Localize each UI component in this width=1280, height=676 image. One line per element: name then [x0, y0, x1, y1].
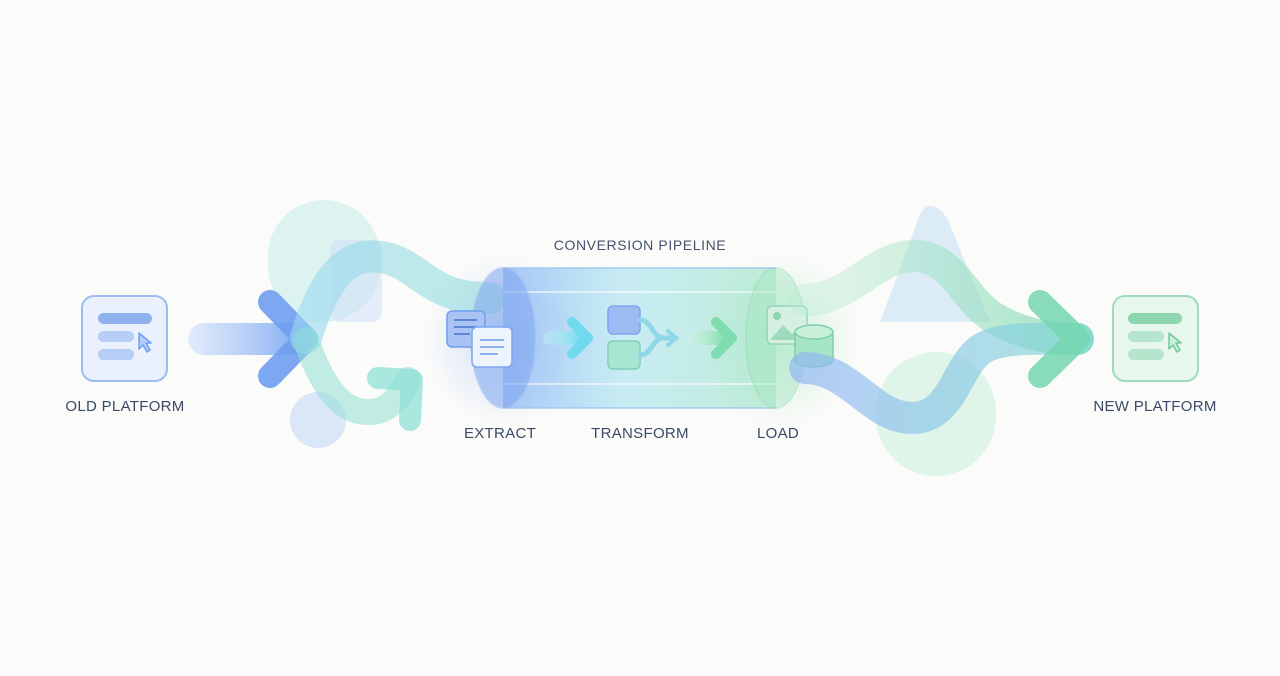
stage-label-transform: TRANSFORM: [591, 425, 689, 442]
cyan-swirl-bottom: [293, 327, 421, 426]
arrow-right-icon: [543, 317, 593, 359]
outgoing-flow-bottom: [789, 322, 1094, 435]
new-platform-label: NEW PLATFORM: [1093, 398, 1217, 415]
arrow-right-icon-2: [688, 317, 737, 359]
old-platform-label: OLD PLATFORM: [65, 398, 185, 415]
stage-label-extract: EXTRACT: [463, 425, 537, 442]
outgoing-flows: [789, 240, 1094, 435]
cursor-icon-new: [1168, 332, 1182, 353]
stage-label-load: LOAD: [756, 425, 800, 442]
old-platform-node: [81, 295, 168, 382]
pipeline-title: CONVERSION PIPELINE: [553, 237, 727, 253]
cyan-swirl-head: [367, 367, 423, 431]
outgoing-arrow-head: [1028, 290, 1090, 388]
transform-block-bottom: [607, 340, 641, 370]
pipeline-tube: [470, 267, 807, 409]
cursor-icon: [138, 332, 152, 353]
document-icon: [446, 310, 513, 368]
transform-block-top: [607, 305, 641, 335]
transform-blocks-icon: [607, 305, 679, 370]
new-platform-node: [1112, 295, 1199, 382]
